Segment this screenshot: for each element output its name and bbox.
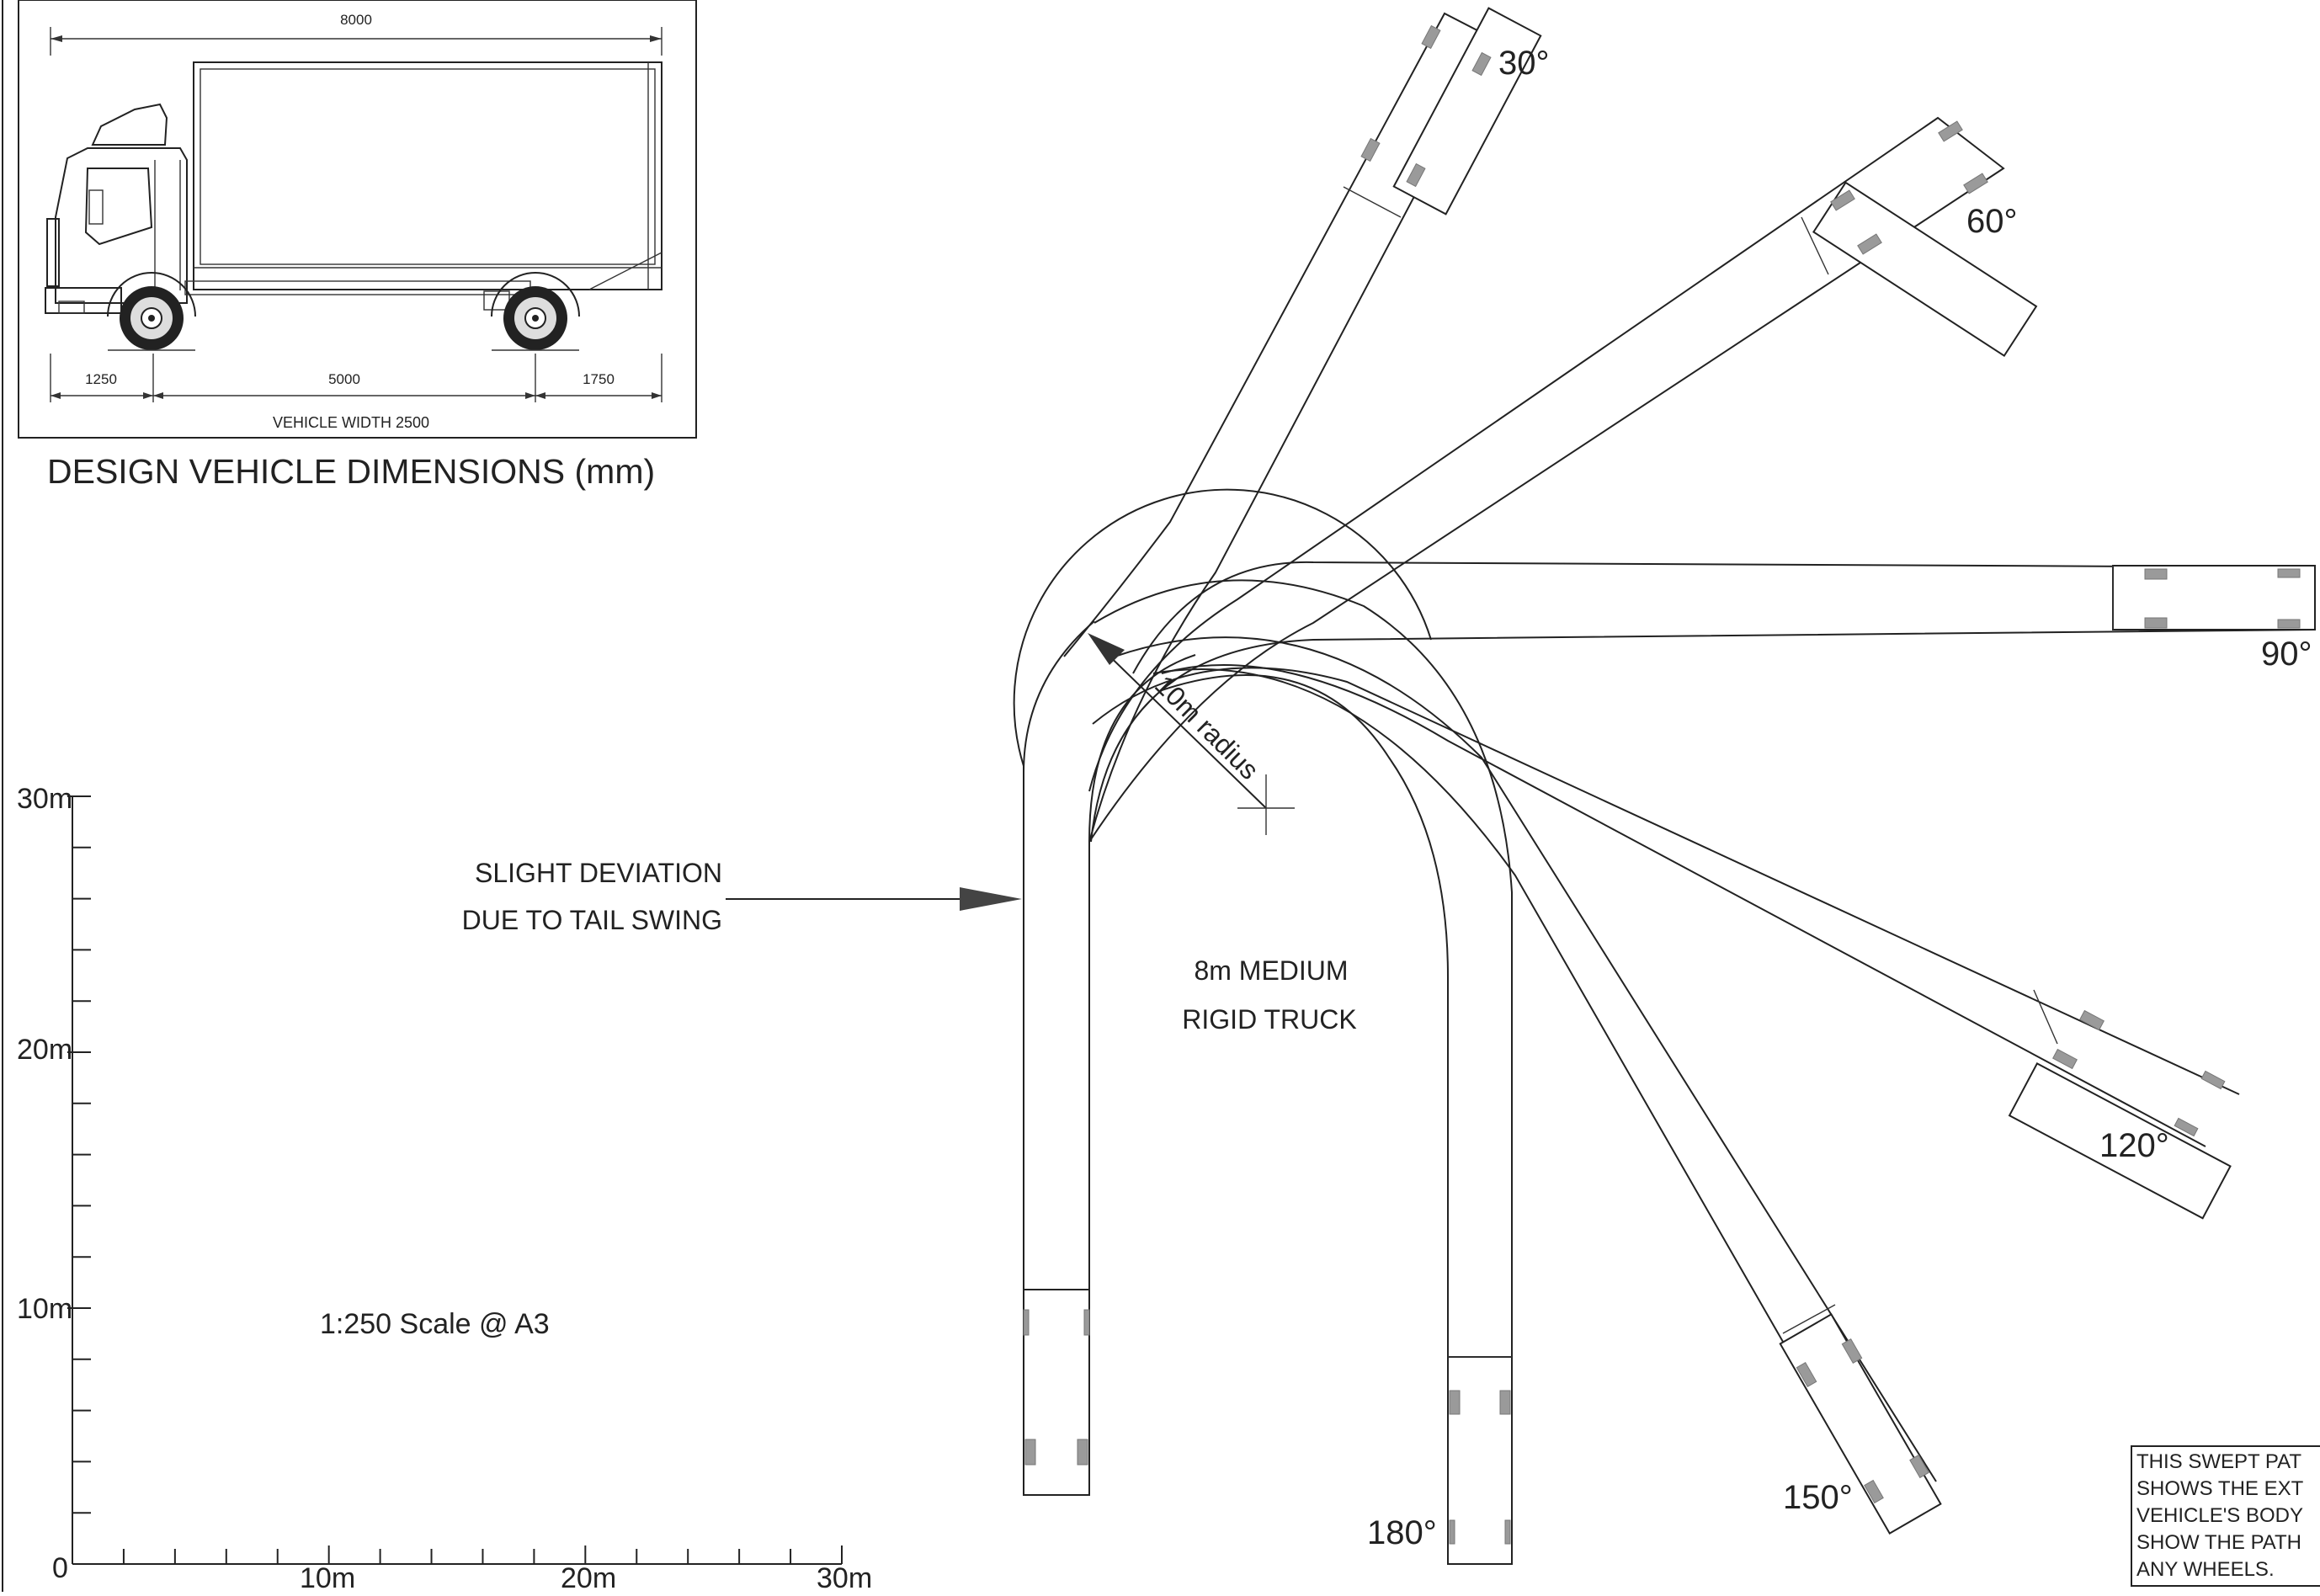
deviation-label-line1: SLIGHT DEVIATION [475,858,722,888]
scale-label-30m-vertical: 30m [17,783,72,815]
dim-overall-length: 8000 [340,12,372,28]
note-line-1: THIS SWEPT PAT [2136,1450,2301,1473]
angle-label-60: 60° [1966,203,2018,240]
vehicle-width-label: VEHICLE WIDTH 2500 [273,414,429,431]
vehicle-30 [1392,7,1542,215]
angle-label-30: 30° [1498,45,1550,82]
swept-paths: 30° 60° 90° 120° [1013,7,2316,1565]
scale-label-20m-horizontal: 20m [561,1562,616,1592]
cab-window [84,168,153,246]
note-box [2131,1445,2320,1587]
angle-label-120: 120° [2099,1127,2169,1164]
truck-box-body [193,61,662,290]
scale-label-10m-vertical: 10m [17,1293,72,1325]
truck-label-line1: 8m MEDIUM [1194,955,1348,986]
dim-front-overhang: 1250 [85,371,117,387]
path-90-inner [1090,629,2316,843]
scale-label-30m-horizontal: 30m [817,1562,872,1592]
path-150-outer [1114,636,1937,1482]
vehicle-60 [1812,181,2038,358]
vehicle-120 [2008,1062,2232,1220]
vehicle-panel-caption: DESIGN VEHICLE DIMENSIONS (mm) [47,452,655,491]
scale-bar: 30m 20m 10m 0 10m 20m 30m [17,783,872,1594]
note-line-3: VEHICLE'S BODY [2136,1504,2303,1527]
dim-wheelbase: 5000 [328,371,360,387]
radius-indicator: 10m radius [1088,633,1295,835]
note-line-5: ANY WHEELS. [2136,1558,2275,1581]
note-line-2: SHOWS THE EXT [2136,1477,2304,1500]
radius-arrowhead [1088,633,1125,665]
vehicle-180 [1447,1356,1513,1565]
path-120-inner [1161,664,2206,1147]
angle-label-90: 90° [2261,636,2312,673]
approach-inner-edge [1088,654,1196,1495]
path-180-inner-entry [1013,488,1432,1495]
angle-label-180: 180° [1367,1514,1437,1551]
path-150-inner [1152,668,1881,1513]
vehicle-panel-frame [18,0,697,439]
path-60 [1088,116,2005,843]
radius-line [1093,641,1267,809]
deviation-label-line2: DUE TO TAIL SWING [462,905,722,935]
cab-grille [46,218,60,287]
cab-roof-spoiler [91,103,168,146]
path-180-outer [1093,579,1513,1564]
path-90-outer [1132,561,2316,674]
scale-label-origin: 0 [52,1552,68,1584]
deviation-arrowhead [960,887,1022,911]
chassis-rail [184,280,531,295]
path-180-inner [1161,674,1449,1564]
truck-label-line2: RIGID TRUCK [1182,1004,1356,1035]
scale-label-10m-horizontal: 10m [300,1562,355,1592]
scale-label-20m-vertical: 20m [17,1034,72,1066]
scale-vertical-ticks [67,795,91,1514]
swept-path-note: THIS SWEPT PAT SHOWS THE EXT VEHICLE'S B… [2131,1445,2320,1587]
radius-label: 10m radius [1149,669,1264,785]
note-line-4: SHOW THE PATH [2136,1531,2301,1554]
vehicle-dimensions-panel: 8000 [18,0,697,439]
scale-horizontal-ticks [122,1545,843,1564]
vehicle-150 [1779,1313,1942,1535]
approach-outer-edge [1023,620,1095,1495]
dim-rear-overhang: 1750 [583,371,615,387]
front-wheel [120,286,184,350]
rear-wheel [503,286,567,350]
path-30 [1063,12,1498,843]
truck-cab [45,103,188,314]
angle-label-150: 150° [1783,1479,1853,1516]
tail-swing-annotation: SLIGHT DEVIATION DUE TO TAIL SWING [462,858,1022,935]
scale-note: 1:250 Scale @ A3 [320,1308,550,1340]
